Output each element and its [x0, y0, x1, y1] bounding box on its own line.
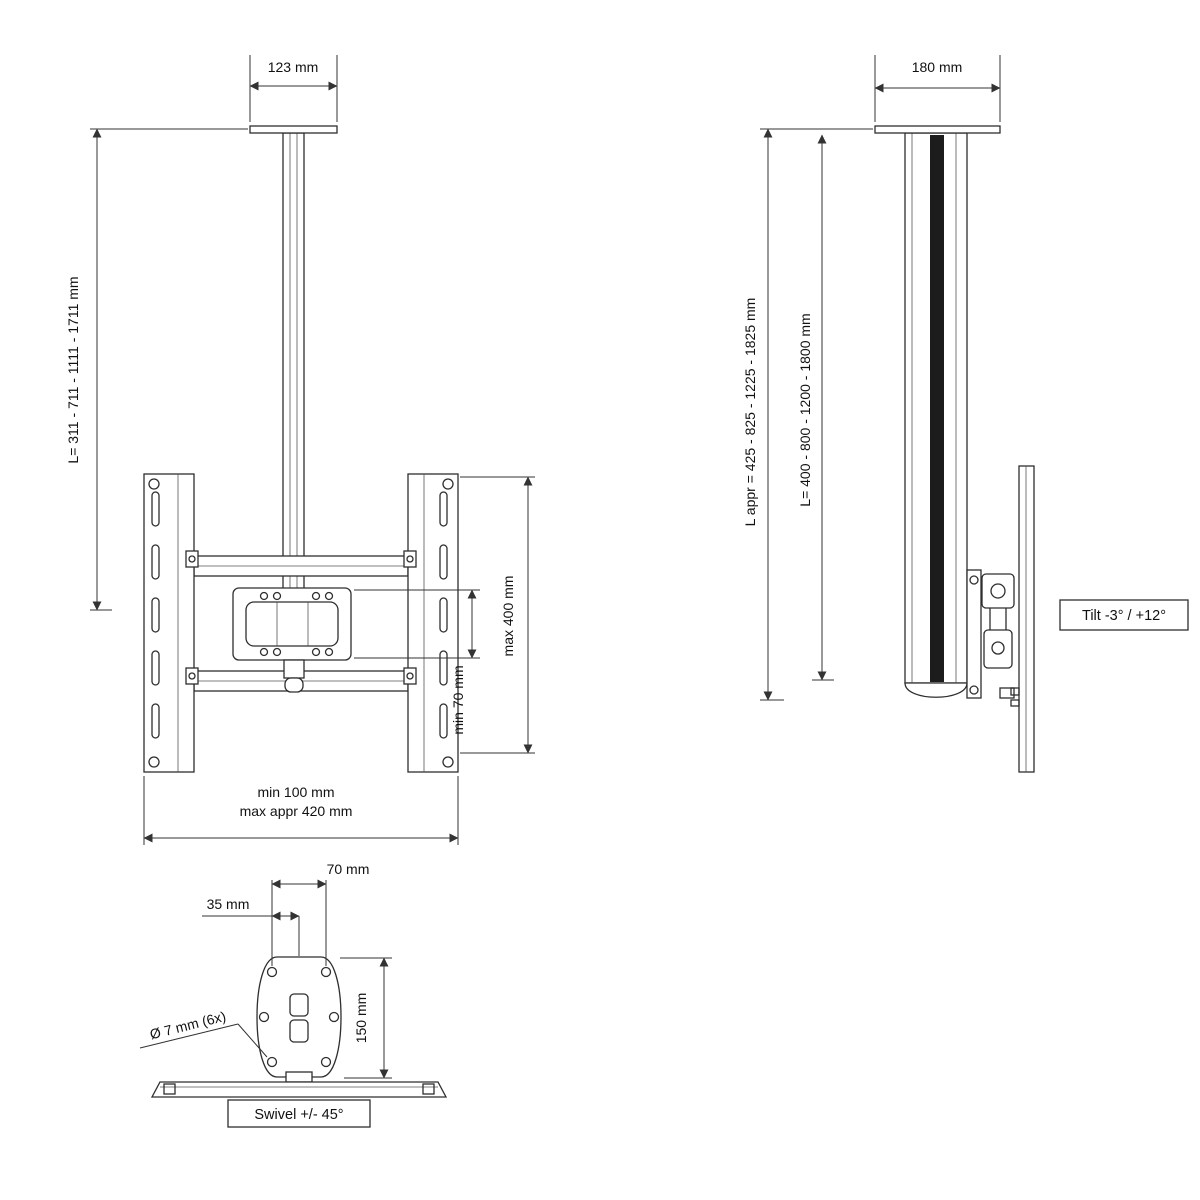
bolt-hole	[320, 1056, 332, 1068]
front-right-bracket	[403, 473, 459, 773]
swivel-neck	[285, 1071, 313, 1083]
bottom-callout-hole-diameter: Ø 7 mm (6x)	[139, 1008, 268, 1058]
side-ceiling-plate	[874, 125, 1001, 134]
side-dim-length-appr: L appr = 425 - 825 - 1225 - 1825 mm	[742, 128, 873, 701]
tilt-label-box: Tilt -3° / +12°	[1059, 599, 1189, 631]
front-width-max-label: max appr 420 mm	[240, 803, 353, 819]
bolt-hole	[258, 1011, 270, 1023]
front-pole	[282, 132, 305, 591]
front-dim-min-height: min 70 mm	[354, 589, 480, 735]
tilt-label: Tilt -3° / +12°	[1082, 608, 1166, 624]
hole-diameter-label: Ø 7 mm (6x)	[148, 1008, 227, 1042]
plate-height-label: 150 mm	[353, 993, 369, 1044]
front-center-plate	[232, 587, 352, 693]
front-ceiling-plate	[249, 125, 338, 134]
front-max-height-label: max 400 mm	[500, 576, 516, 657]
side-screen-plate	[1010, 465, 1035, 773]
front-dim-length: L= 311 - 711 - 1111 - 1711 mm	[65, 128, 248, 611]
front-length-label: L= 311 - 711 - 1111 - 1711 mm	[65, 276, 81, 463]
front-top-width-label: 123 mm	[268, 59, 319, 75]
bottom-view: 70 mm 35 mm 150 mm Ø 7 mm (6x) Swivel +/…	[139, 861, 448, 1128]
side-view: 180 mm L appr = 425 - 825 - 1225 - 1825 …	[742, 55, 1189, 773]
swivel-label-box: Swivel +/- 45°	[227, 1099, 371, 1128]
half-spacing-label: 35 mm	[207, 896, 250, 912]
front-dim-max-height: max 400 mm	[460, 476, 535, 754]
side-length-appr-label: L appr = 425 - 825 - 1225 - 1825 mm	[742, 298, 758, 527]
front-min-height-label: min 70 mm	[450, 665, 466, 734]
front-view: 123 mm L= 311 - 711 - 1111 - 1711 mm max…	[65, 55, 535, 845]
bottom-dim-plate-height: 150 mm	[340, 957, 392, 1079]
center-slot	[289, 1019, 309, 1043]
hole-spacing-label: 70 mm	[327, 861, 370, 877]
bottom-dim-half-spacing: 35 mm	[202, 896, 300, 956]
side-dim-length: L= 400 - 800 - 1200 - 1800 mm	[797, 134, 834, 681]
front-width-min-label: min 100 mm	[257, 784, 334, 800]
bottom-dim-hole-spacing: 70 mm	[271, 861, 370, 966]
bolt-hole	[266, 1056, 278, 1068]
base-plate	[150, 1081, 448, 1098]
front-dim-width-range: min 100 mm max appr 420 mm	[143, 776, 459, 845]
bolt-hole	[328, 1011, 340, 1023]
side-top-width-label: 180 mm	[912, 59, 963, 75]
bolt-hole	[320, 966, 332, 978]
side-length-label: L= 400 - 800 - 1200 - 1800 mm	[797, 313, 813, 506]
bolt-hole	[266, 966, 278, 978]
swivel-plate	[256, 956, 342, 1078]
front-left-bracket	[143, 473, 199, 773]
side-dim-top-width: 180 mm	[874, 55, 1001, 122]
center-slot	[289, 993, 309, 1017]
swivel-label: Swivel +/- 45°	[254, 1107, 343, 1123]
side-column-stripe	[930, 135, 944, 682]
side-column-cap	[904, 682, 968, 698]
front-dim-top-width: 123 mm	[249, 55, 338, 122]
side-tilt-hinge	[966, 569, 1015, 699]
